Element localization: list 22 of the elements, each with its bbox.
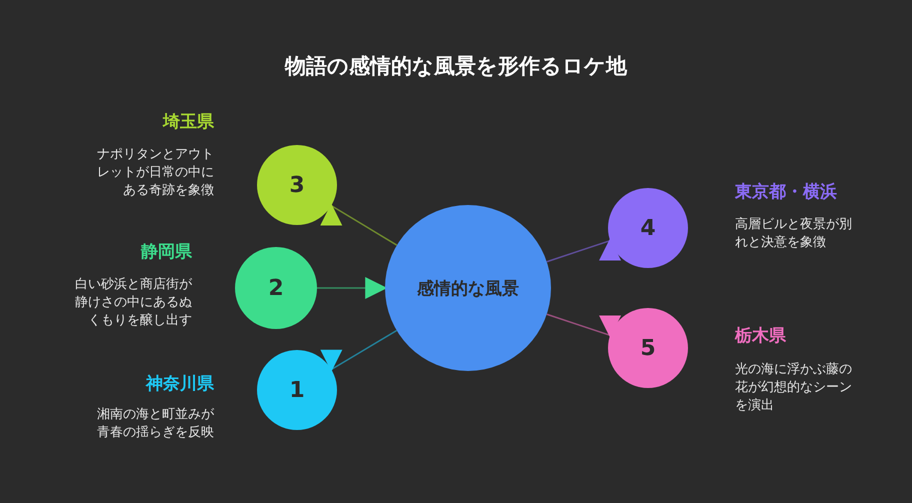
description-text: 湘南の海と町並みが青春の揺らぎを反映 (96, 406, 214, 442)
description-text: ナポリタンとアウトレットが日常の中にある奇跡を象徴 (96, 146, 214, 200)
title: 物語の感情的な風景を形作るロケ地 (284, 53, 628, 80)
region-heading: 栃木県 (735, 325, 786, 347)
arrow (320, 203, 398, 246)
step-number: 3 (289, 172, 305, 198)
step-number: 4 (640, 216, 656, 240)
step-number: 5 (640, 336, 656, 360)
region-heading: 静岡県 (141, 241, 192, 263)
arrow (320, 330, 398, 372)
description-text: 白い砂浜と商店街が静けさの中にあるぬくもりを醸し出す (74, 276, 192, 330)
description-text: 高層ビルと夜景が別れと決意を象徴 (735, 216, 853, 252)
arrow (546, 314, 622, 338)
step-number: 1 (289, 378, 305, 402)
center-label: 感情的な風景 (417, 278, 519, 300)
arrow (317, 277, 388, 299)
description-text: 光の海に浮かぶ藤の花が幻想的なシーンを演出 (735, 361, 853, 415)
arrow (546, 238, 622, 262)
region-heading: 埼玉県 (163, 111, 214, 133)
region-heading: 神奈川県 (146, 373, 214, 395)
region-heading: 東京都・横浜 (735, 181, 837, 203)
step-number: 2 (268, 276, 284, 300)
